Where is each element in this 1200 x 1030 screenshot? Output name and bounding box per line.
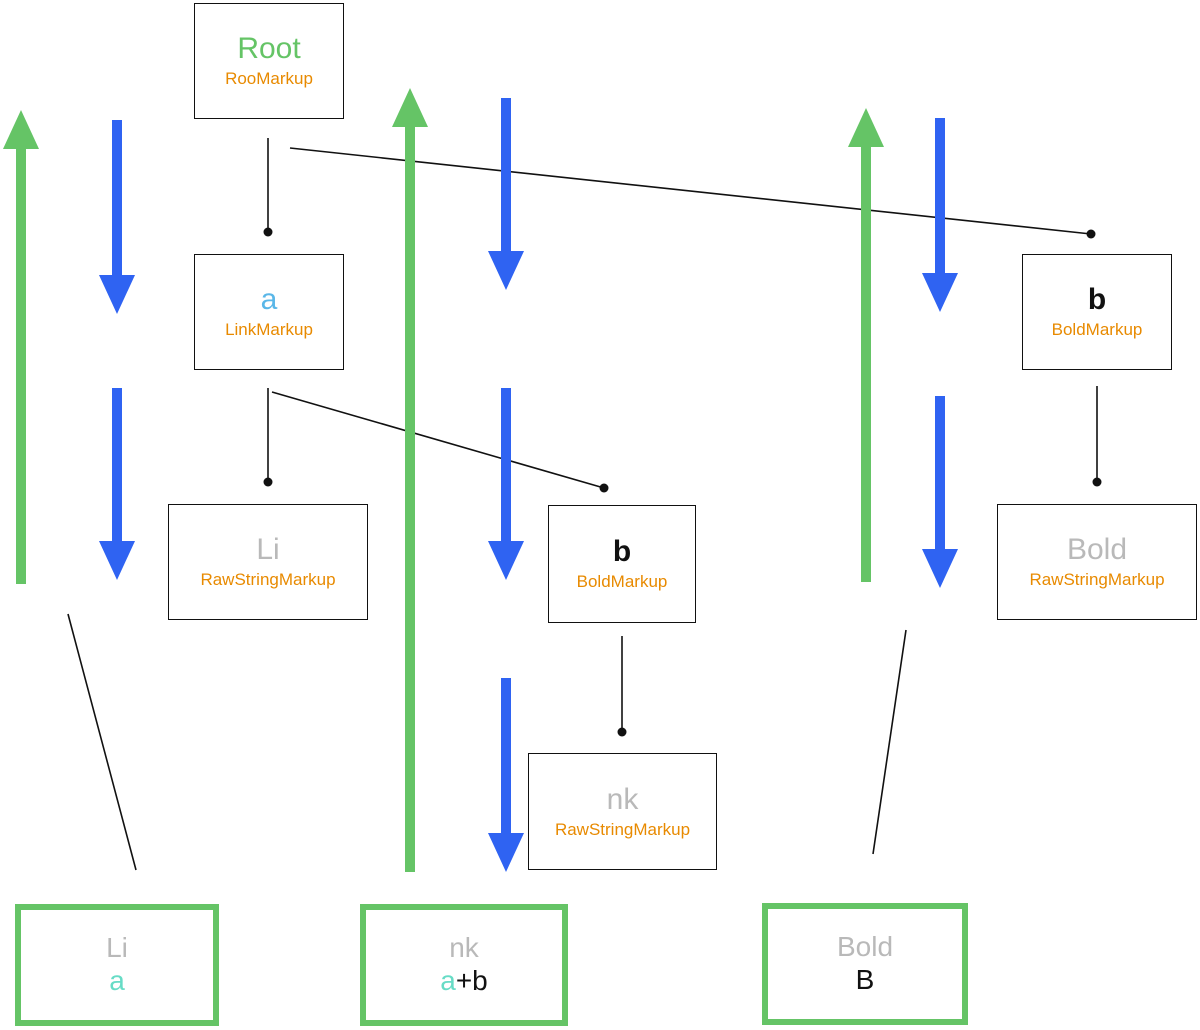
output-line-right — [872, 629, 907, 855]
output-middle-value: a+b — [440, 964, 488, 998]
bold-mid-node-text: b — [612, 535, 632, 568]
dot-li — [263, 477, 273, 487]
output-middle-part-b: +b — [455, 965, 488, 996]
link-markup-node: a LinkMarkup — [194, 254, 344, 370]
dot-bold — [1092, 477, 1102, 487]
blue-down-arrow-4 — [488, 388, 524, 580]
green-up-arrow-left — [3, 110, 39, 584]
bold-markup-node-middle: b BoldMarkup — [548, 505, 696, 623]
raw-string-node-li: Li RawStringMarkup — [168, 504, 368, 620]
output-box-middle: nk a+b — [360, 904, 568, 1026]
output-right-value: B — [856, 963, 875, 997]
blue-down-arrow-7 — [922, 396, 958, 588]
bold-right-node-type: BoldMarkup — [1051, 320, 1143, 339]
dot-nk — [617, 727, 627, 737]
output-middle-text: nk — [449, 932, 479, 963]
root-node-type: RooMarkup — [225, 69, 313, 88]
bold-markup-node-right: b BoldMarkup — [1022, 254, 1172, 370]
nk-node-type: RawStringMarkup — [554, 819, 691, 839]
blue-down-arrow-1 — [99, 120, 135, 314]
root-node: Root RooMarkup — [194, 3, 344, 119]
dot-a — [263, 227, 273, 237]
dot-b-mid — [599, 483, 609, 493]
raw-string-node-nk: nk RawStringMarkup — [528, 753, 717, 870]
output-right-part-b: B — [855, 964, 875, 995]
root-node-text: Root — [237, 32, 301, 65]
li-node-text: Li — [256, 533, 280, 566]
link-node-type: LinkMarkup — [225, 320, 313, 339]
output-left-text: Li — [106, 932, 128, 963]
output-left-part-a: a — [109, 965, 125, 996]
output-box-right: Bold B — [762, 903, 968, 1025]
edge-root-to-b — [289, 147, 1092, 235]
raw-string-node-bold: Bold RawStringMarkup — [997, 504, 1197, 620]
blue-down-arrows — [99, 98, 958, 872]
li-node-type: RawStringMarkup — [200, 570, 336, 589]
bold-raw-node-text: Bold — [1066, 533, 1128, 566]
edge-a-to-b — [271, 391, 605, 489]
green-up-arrow-right — [848, 108, 884, 582]
bold-raw-node-type: RawStringMarkup — [1029, 570, 1165, 589]
bold-right-node-text: b — [1087, 283, 1107, 316]
output-box-left: Li a — [15, 904, 219, 1026]
output-left-value: a — [109, 964, 125, 998]
nk-node-text: nk — [606, 782, 639, 816]
dot-b-right — [1086, 229, 1096, 239]
blue-down-arrow-2 — [99, 388, 135, 580]
blue-down-arrow-3 — [488, 98, 524, 290]
link-node-text: a — [260, 283, 278, 316]
bold-mid-node-type: BoldMarkup — [576, 572, 668, 591]
green-up-arrow-middle — [392, 88, 428, 872]
output-line-left — [67, 613, 137, 871]
output-middle-part-a: a — [440, 965, 456, 996]
tree-edges — [67, 138, 1098, 871]
edge-dots — [263, 227, 1102, 737]
blue-down-arrow-6 — [922, 118, 958, 312]
output-right-text: Bold — [836, 931, 894, 962]
green-up-arrows — [3, 88, 884, 872]
blue-down-arrow-5 — [488, 678, 524, 872]
